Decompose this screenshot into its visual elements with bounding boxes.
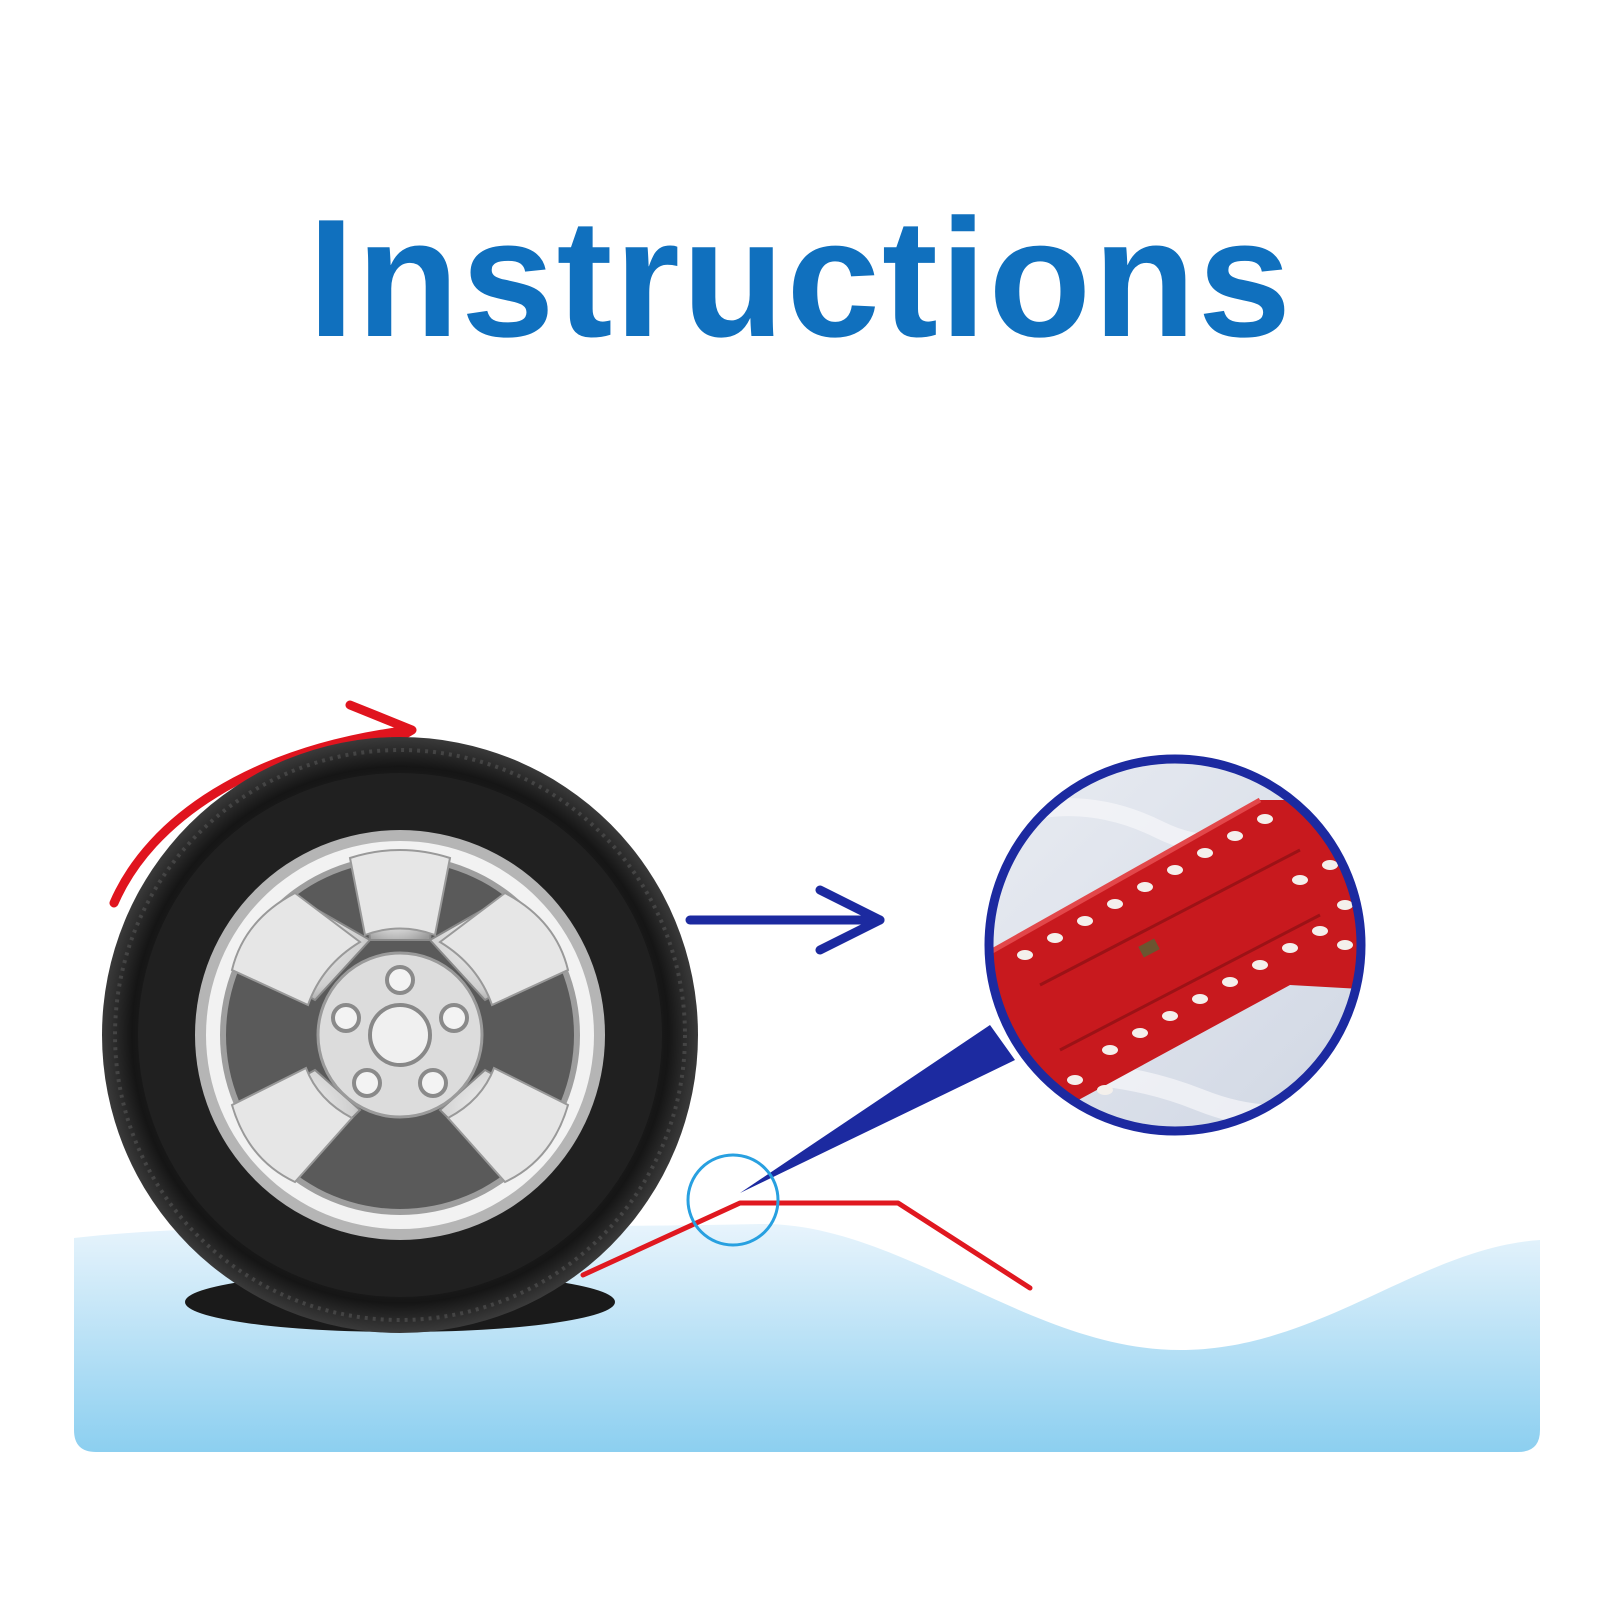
wheel-icon xyxy=(102,737,698,1333)
focus-circle xyxy=(686,1153,780,1247)
page-title: Instructions xyxy=(307,184,1294,372)
magnifier-callout xyxy=(984,754,1366,1136)
callout-pointer xyxy=(740,1025,1015,1193)
traction-board-icon xyxy=(580,1200,1033,1291)
right-arrow-icon xyxy=(685,885,885,955)
